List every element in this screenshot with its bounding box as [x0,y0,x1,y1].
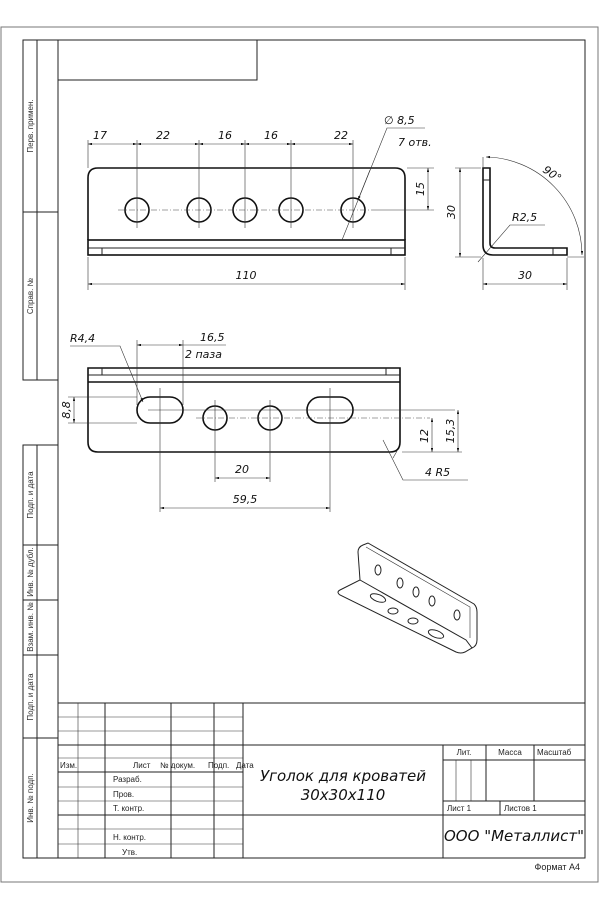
part-title: Уголок для кроватей [260,767,426,785]
company-name: ООО "Металлист" [444,827,584,845]
lit-label: Лит. [457,748,472,757]
strip-label: Инв. № подп. [26,773,35,823]
sheet-label: Лист 1 [447,804,472,813]
angle-label: 90° [540,163,563,185]
dim-label: 30 [445,205,458,219]
part-dimensions: 30x30x110 [301,786,386,804]
strip-label: Инв. № дубл. [26,547,35,597]
hole-count-label: 7 отв. [398,136,432,149]
dim-label: 22 [156,129,170,142]
role-checker: Пров. [113,790,134,799]
sheets-label: Листов 1 [504,804,537,813]
bend-radius-label: R2,5 [512,211,537,224]
header-list: Лист [133,761,151,770]
slot-radius-label: R4,4 [70,332,95,345]
strip-label: Подп. и дата [26,673,35,721]
dim-label: 17 [93,129,107,142]
isometric-view [337,542,478,654]
header-sign: Подп. [208,761,229,770]
role-tech-control: Т. контр. [113,804,144,813]
side-view: 30 30 R2,5 90° [445,155,584,290]
scale-label: Масштаб [537,748,572,757]
dim-label: 12 [418,429,431,443]
header-date: Дата [236,761,254,770]
role-developer: Разраб. [113,775,142,784]
corner-radius-label: 4 R5 [425,466,450,479]
title-block: Изм. Лист № докум. Подп. Дата Разраб. Пр… [58,702,585,858]
role-norm-control: Н. контр. [113,833,146,842]
dim-label: 20 [235,463,249,476]
header-izm: Изм. [60,761,77,770]
strip-label: Перв. примен. [26,99,35,152]
dim-label: 59,5 [233,493,258,506]
dim-label: 15 [414,182,427,196]
slot-count-label: 2 паза [185,348,222,361]
mass-label: Масса [498,748,522,757]
strip-label: Подп. и дата [26,471,35,519]
dim-label: 16,5 [200,331,225,344]
dim-label: 110 [236,269,257,282]
format-label: Формат А4 [535,862,580,872]
hole-diameter-label: ∅ 8,5 [384,114,415,127]
header-doc: № докум. [160,761,195,770]
front-view: 17 22 16 16 22 ∅ 8,5 7 отв. 15 110 [87,114,434,290]
dim-label: 22 [334,129,348,142]
dim-label: 30 [518,269,532,282]
dim-label: 8,8 [60,401,73,419]
page-border [0,26,599,883]
strip-label: Взам. инв. № [26,602,35,652]
dim-label: 16 [264,129,278,142]
dim-label: 15,3 [444,419,457,444]
side-strip: Перв. примен. Справ. № Подп. и дата Инв.… [22,39,59,859]
bottom-view: 8,8 16,5 2 паза R4,4 12 15,3 20 59,5 4 R… [60,331,468,512]
dim-label: 16 [218,129,232,142]
top-stamp-box [57,39,258,81]
strip-label: Справ. № [26,277,35,314]
role-approved: Утв. [122,848,137,857]
